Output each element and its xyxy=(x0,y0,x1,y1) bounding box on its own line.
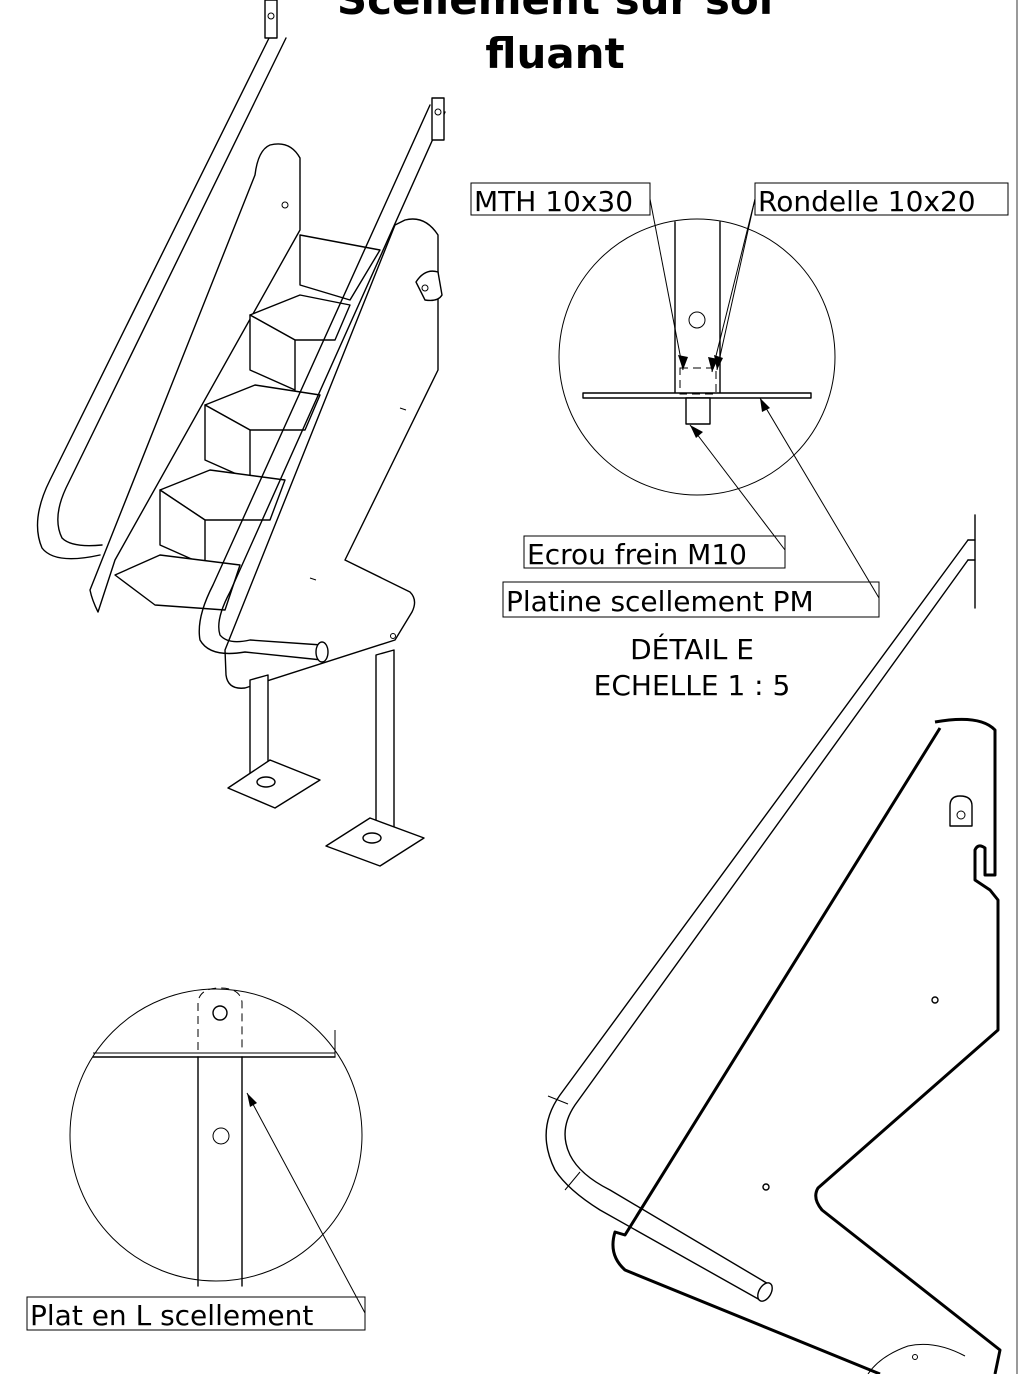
flat-bar-detail-view xyxy=(69,987,363,1287)
flat-bar-label-box xyxy=(26,1296,366,1331)
detail-circle-arc xyxy=(867,1343,966,1375)
arrowhead xyxy=(714,355,723,370)
bend-line xyxy=(564,1171,581,1191)
leader-line xyxy=(689,424,786,551)
front-leg xyxy=(375,649,395,835)
leader-line xyxy=(649,198,684,371)
lug-hole xyxy=(421,284,429,292)
nut-label-box xyxy=(523,535,786,569)
stringer-lug xyxy=(415,270,443,302)
handrail-outer xyxy=(545,539,969,1301)
handrail-end xyxy=(757,1282,773,1302)
bend-line xyxy=(547,1095,569,1105)
rear-handrail-inner xyxy=(57,37,287,547)
bolt-label: MTH 10x30 xyxy=(474,185,633,218)
step-5-tread xyxy=(114,554,241,611)
arrowhead xyxy=(760,398,770,412)
hidden-hole xyxy=(212,1005,228,1021)
leader-line xyxy=(716,198,756,371)
front-handrail-inner xyxy=(218,111,446,646)
front-handrail-outer xyxy=(198,104,431,661)
front-base-nut xyxy=(362,832,382,844)
plate-label-box xyxy=(502,581,880,618)
steps xyxy=(114,234,381,611)
step-1 xyxy=(299,234,381,301)
leader-line xyxy=(711,198,756,373)
arrowhead xyxy=(678,355,688,370)
flat-bar-label: Plat en L scellement xyxy=(30,1299,313,1332)
hole xyxy=(912,1354,918,1360)
side-stringer xyxy=(611,717,1002,1376)
hole xyxy=(931,996,939,1004)
hole xyxy=(762,1183,770,1191)
detail-e-view xyxy=(558,218,836,496)
detail-title: DÉTAIL E xyxy=(630,632,754,666)
detail-scale: ECHELLE 1 : 5 xyxy=(594,669,791,702)
rear-stringer xyxy=(89,143,301,613)
rear-base-nut xyxy=(256,776,276,788)
arrowhead xyxy=(690,425,703,438)
detail-e-circle xyxy=(558,218,836,496)
detail-circle xyxy=(69,988,363,1282)
slot xyxy=(309,577,317,581)
nut xyxy=(685,397,711,425)
bar-hole xyxy=(688,311,706,329)
washer-label: Rondelle 10x20 xyxy=(758,185,976,218)
hidden-bar-top xyxy=(197,987,243,1050)
front-handrail-bracket xyxy=(431,97,445,141)
slot xyxy=(399,407,407,411)
bar-hole xyxy=(212,1127,230,1145)
arrowhead xyxy=(247,1093,257,1107)
leader-line xyxy=(246,1092,366,1314)
leader-line xyxy=(759,397,880,599)
rear-handrail-outer xyxy=(36,29,274,560)
title-line-1: Scellement sur sol xyxy=(337,0,773,24)
isometric-stair-view xyxy=(36,0,446,867)
bolt-head xyxy=(679,367,717,395)
bracket-hole xyxy=(434,108,442,116)
handrail-inner xyxy=(564,559,969,1286)
lug-hole xyxy=(956,810,966,820)
nut-label: Ecrou frein M10 xyxy=(527,538,747,571)
step-2-riser xyxy=(249,314,296,391)
rear-leg xyxy=(249,674,269,776)
handrail-end-cap xyxy=(315,641,329,663)
front-stringer xyxy=(224,218,439,689)
stringer-hole xyxy=(281,201,289,209)
side-elevation-view xyxy=(545,514,1002,1376)
title-line-2: fluant xyxy=(485,29,624,78)
hole xyxy=(390,633,396,639)
plate-label: Platine scellement PM xyxy=(506,585,814,618)
bracket-hole xyxy=(267,12,275,20)
